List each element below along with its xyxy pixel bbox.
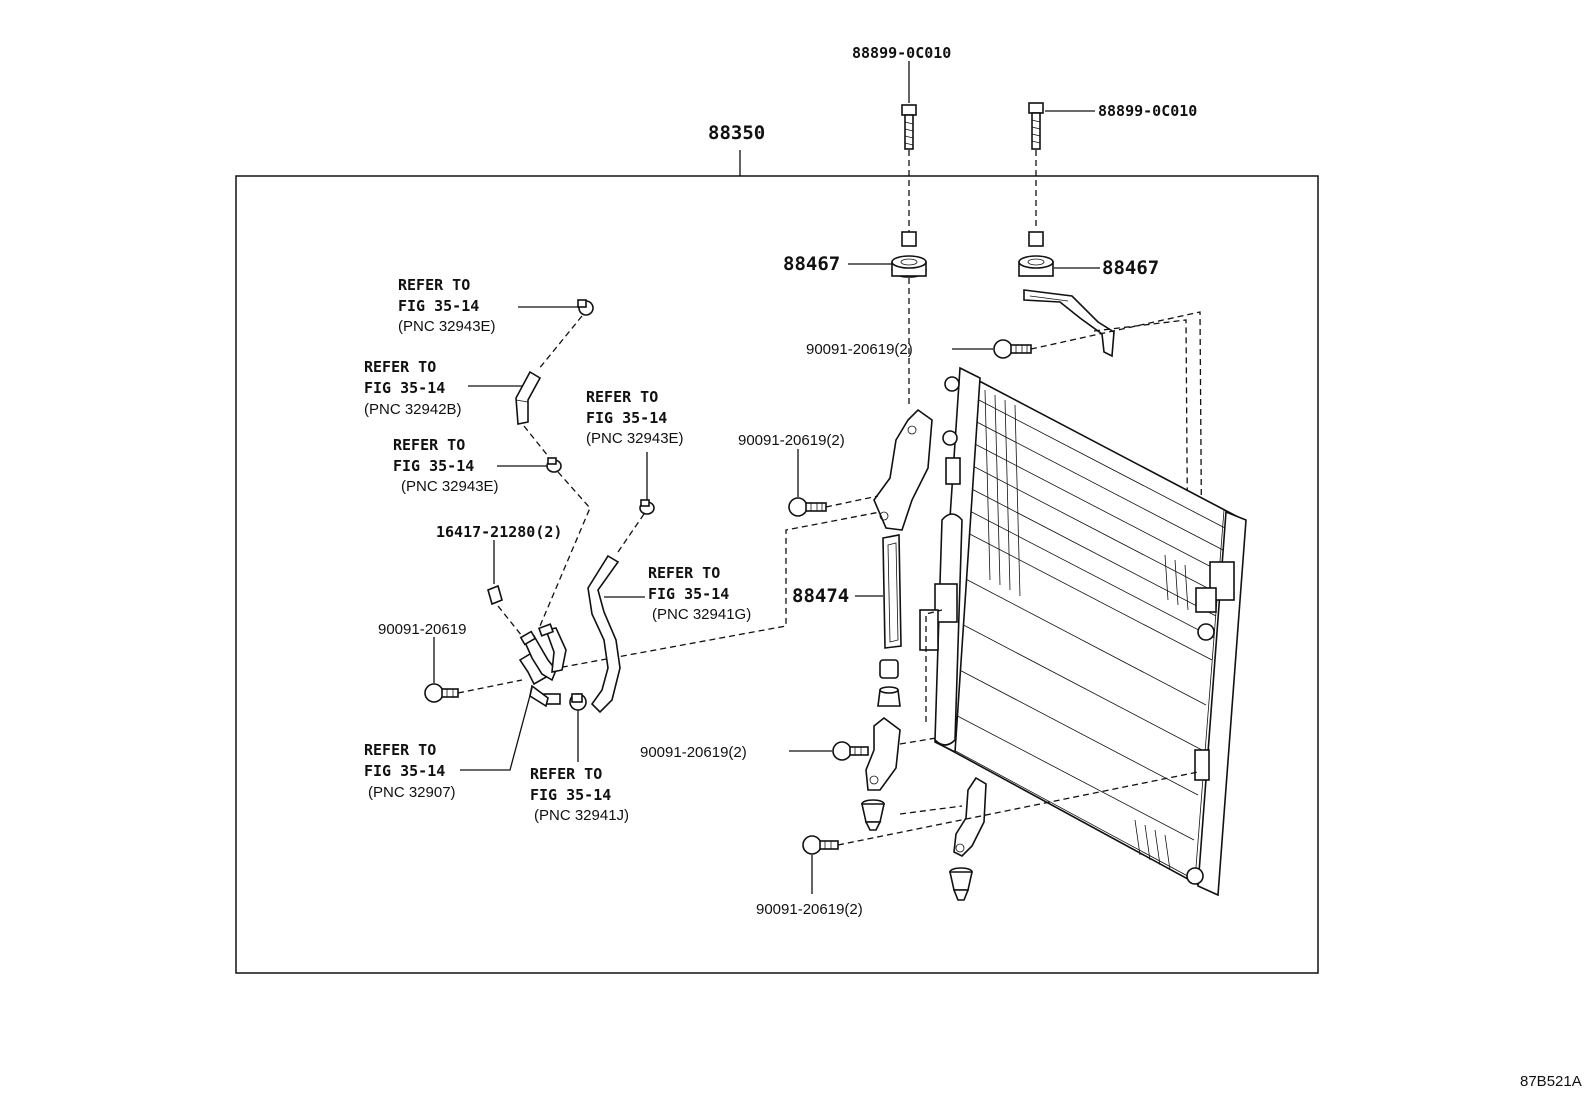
bolt-bracket-mid[interactable] xyxy=(788,497,827,517)
label-bolt-top-center[interactable]: 88899-0C010 xyxy=(852,44,951,62)
label-oring[interactable]: 16417-21280(2) xyxy=(436,523,562,541)
label-refer-clamp-top[interactable]: REFER TO xyxy=(398,276,470,294)
label-pnc-clamp-right[interactable]: (PNC 32943E) xyxy=(586,430,684,447)
cushion-lower-left[interactable] xyxy=(877,659,901,707)
label-fig-clamp-mid[interactable]: FIG 35-14 xyxy=(393,457,474,475)
bracket-bottom[interactable] xyxy=(953,776,987,857)
label-bolt-bottom[interactable]: 90091-20619(2) xyxy=(756,901,863,918)
label-refer-clamp-mid[interactable]: REFER TO xyxy=(393,436,465,454)
label-pnc-hose-right[interactable]: (PNC 32941G) xyxy=(652,606,751,623)
bolt-top-center[interactable] xyxy=(901,104,917,150)
label-fig-hose-upper[interactable]: FIG 35-14 xyxy=(364,379,445,397)
label-fig-clamp-right[interactable]: FIG 35-14 xyxy=(586,409,667,427)
label-pnc-clamp-mid[interactable]: (PNC 32943E) xyxy=(401,478,499,495)
bolt-bottom[interactable] xyxy=(802,835,839,855)
label-fig-clamp-top[interactable]: FIG 35-14 xyxy=(398,297,479,315)
label-pnc-hose-upper[interactable]: (PNC 32942B) xyxy=(364,401,462,418)
clamp-top[interactable] xyxy=(577,299,594,316)
figure-code: 87B521A xyxy=(1520,1073,1582,1090)
bracket-upper-left[interactable] xyxy=(873,408,933,531)
cushion-bottom-left[interactable] xyxy=(861,799,885,831)
label-refer-pipe-lower[interactable]: REFER TO xyxy=(364,741,436,759)
label-bolt-top-right[interactable]: 88899-0C010 xyxy=(1098,102,1197,120)
cushion-bottom-right[interactable] xyxy=(949,867,973,901)
condenser-right-brackets[interactable] xyxy=(1186,561,1235,885)
label-bolt-pipe[interactable]: 90091-20619 xyxy=(378,621,466,638)
bracket-top-right[interactable] xyxy=(1023,289,1115,358)
label-refer-clamp-right[interactable]: REFER TO xyxy=(586,388,658,406)
label-fig-hose-right[interactable]: FIG 35-14 xyxy=(648,585,729,603)
bracket-lower-left[interactable] xyxy=(865,716,901,791)
bolt-bracket-top[interactable] xyxy=(993,339,1032,359)
receiver-tank[interactable] xyxy=(934,513,963,746)
label-bolt-bracket-mid[interactable]: 90091-20619(2) xyxy=(738,432,845,449)
label-fig-pipe-lower[interactable]: FIG 35-14 xyxy=(364,762,445,780)
assembly-frame xyxy=(235,175,1319,974)
oring[interactable] xyxy=(487,584,503,606)
label-pnc-pipe-lower[interactable]: (PNC 32907) xyxy=(368,784,456,801)
label-pnc-clamp-lower[interactable]: (PNC 32941J) xyxy=(534,807,629,824)
pipe-assembly[interactable] xyxy=(518,623,567,708)
cushion-right[interactable] xyxy=(1018,231,1054,277)
hose-upper[interactable] xyxy=(515,370,542,425)
label-bolt-bracket-top[interactable]: 90091-20619(2) xyxy=(806,341,913,358)
bolt-top-right[interactable] xyxy=(1028,102,1044,150)
label-cushion-right[interactable]: 88467 xyxy=(1102,257,1159,279)
assembly-number[interactable]: 88350 xyxy=(708,122,765,144)
label-refer-clamp-lower[interactable]: REFER TO xyxy=(530,765,602,783)
label-cushion-left[interactable]: 88467 xyxy=(783,253,840,275)
clamp-lower[interactable] xyxy=(569,693,587,711)
bolt-pipe[interactable] xyxy=(424,683,459,703)
label-seal-side[interactable]: 88474 xyxy=(792,585,849,607)
seal-side[interactable] xyxy=(882,534,902,649)
condenser-left-brackets[interactable] xyxy=(919,376,961,651)
hose-right[interactable] xyxy=(587,554,621,714)
cushion-left[interactable] xyxy=(891,231,927,278)
label-refer-hose-right[interactable]: REFER TO xyxy=(648,564,720,582)
clamp-right[interactable] xyxy=(639,499,655,515)
bolt-bracket-lower[interactable] xyxy=(832,741,869,761)
label-refer-hose-upper[interactable]: REFER TO xyxy=(364,358,436,376)
clamp-mid[interactable] xyxy=(546,457,562,473)
label-fig-clamp-lower[interactable]: FIG 35-14 xyxy=(530,786,611,804)
label-bolt-bracket-lower[interactable]: 90091-20619(2) xyxy=(640,744,747,761)
label-pnc-clamp-top[interactable]: (PNC 32943E) xyxy=(398,318,496,335)
